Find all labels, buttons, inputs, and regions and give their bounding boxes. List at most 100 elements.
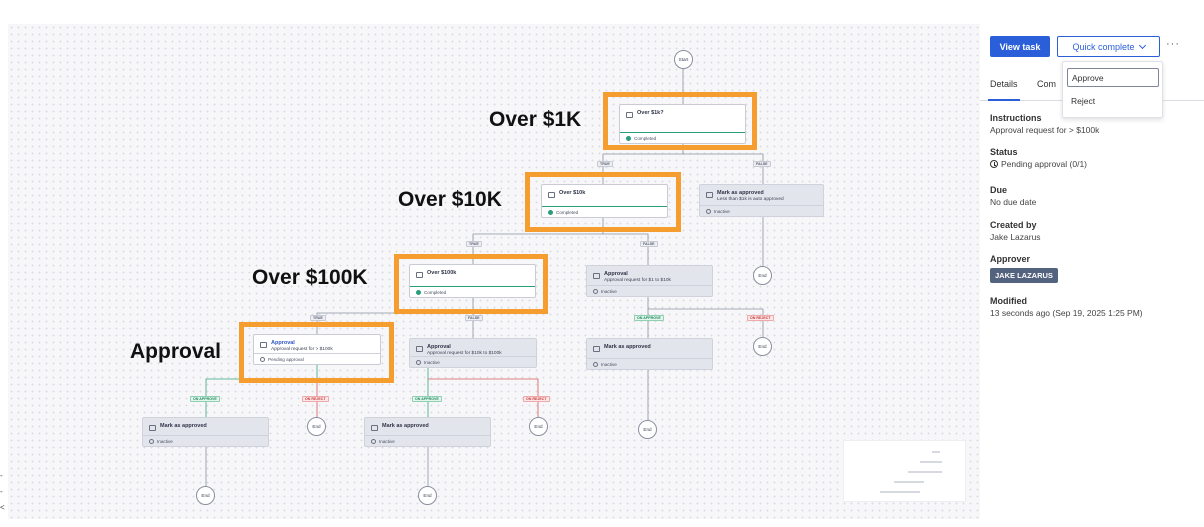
left-edge-marks: - - < bbox=[0, 468, 8, 516]
due-field: Due No due date bbox=[990, 184, 1036, 208]
edge-label-true: TRUE bbox=[597, 161, 613, 167]
workflow-canvas[interactable]: Start Over $1k? Completed Over $10k Comp… bbox=[8, 24, 980, 519]
node-status: Inactive bbox=[379, 438, 395, 444]
field-label: Due bbox=[990, 185, 1008, 195]
annotation-over-10k: Over $10K bbox=[398, 188, 502, 211]
approval-icon bbox=[416, 346, 423, 352]
condition-icon bbox=[626, 112, 633, 118]
tab-details[interactable]: Details bbox=[988, 79, 1020, 101]
condition-icon bbox=[416, 272, 423, 278]
edge-label-on-approve: ON APPROVE bbox=[412, 396, 442, 402]
condition-node-over-10k[interactable]: Over $10k Completed bbox=[541, 184, 668, 218]
node-status: Pending approval bbox=[268, 356, 304, 362]
checklist-icon bbox=[593, 346, 600, 352]
end-node[interactable]: End bbox=[418, 486, 437, 505]
field-value: 13 seconds ago (Sep 19, 2025 1:25 PM) bbox=[990, 308, 1143, 318]
status-dot-icon bbox=[149, 438, 154, 444]
status-dot-icon bbox=[706, 208, 711, 214]
highlight-box-over-10k bbox=[525, 172, 681, 232]
edge-label-on-approve: ON APPROVE bbox=[634, 315, 664, 321]
minimap[interactable] bbox=[843, 440, 966, 502]
checklist-icon bbox=[706, 192, 713, 198]
instructions-field: Instructions Approval request for > $100… bbox=[990, 112, 1099, 136]
condition-node-over-100k[interactable]: Over $100k Completed bbox=[409, 264, 536, 298]
edge-label-false: FALSE bbox=[640, 241, 658, 247]
field-value: Approval request for > $100k bbox=[990, 125, 1100, 135]
start-node[interactable]: Start bbox=[674, 50, 693, 69]
more-options-icon[interactable]: ··· bbox=[1166, 38, 1180, 50]
status-dot-icon bbox=[593, 361, 598, 367]
edge-label-on-approve: ON APPROVE bbox=[190, 396, 220, 402]
node-title: Mark as approved bbox=[604, 344, 651, 350]
node-subtitle: Approval request for > $100k bbox=[271, 347, 333, 352]
tick-mark: - bbox=[0, 471, 3, 480]
field-label: Status bbox=[990, 147, 1018, 157]
approval-icon bbox=[260, 342, 267, 348]
tab-comments[interactable]: Com bbox=[1037, 79, 1057, 89]
checklist-icon bbox=[371, 425, 378, 431]
status-dot-icon bbox=[416, 359, 421, 365]
node-title: Mark as approved bbox=[717, 190, 764, 196]
field-label: Approver bbox=[990, 254, 1031, 264]
created-by-field: Created by Jake Lazarus bbox=[990, 219, 1041, 243]
chevron-down-icon bbox=[1138, 41, 1146, 49]
check-icon bbox=[548, 209, 553, 215]
quick-complete-button[interactable]: Quick complete bbox=[1057, 36, 1160, 57]
edge-label-false: FALSE bbox=[753, 161, 771, 167]
end-node[interactable]: End bbox=[638, 420, 657, 439]
approver-field: Approver JAKE LAZARUS bbox=[990, 253, 1058, 283]
action-node-mark-approved-c[interactable]: Mark as approved Inactive bbox=[586, 338, 713, 370]
checklist-icon bbox=[149, 425, 156, 431]
node-subtitle: Approval request for $10k to $100k bbox=[427, 351, 502, 356]
node-status: Inactive bbox=[424, 359, 440, 365]
field-label: Instructions bbox=[990, 113, 1042, 123]
pending-icon bbox=[260, 356, 265, 362]
approver-badge[interactable]: JAKE LAZARUS bbox=[990, 268, 1058, 283]
annotation-over-100k: Over $100K bbox=[252, 266, 368, 289]
end-node[interactable]: End bbox=[196, 486, 215, 505]
node-title: Approval bbox=[271, 340, 295, 346]
node-title: Over $1k? bbox=[637, 110, 664, 116]
end-node[interactable]: End bbox=[307, 417, 326, 436]
field-value: Jake Lazarus bbox=[990, 232, 1041, 242]
annotation-approval: Approval bbox=[130, 340, 222, 363]
task-details-panel: View task Quick complete ··· Details Com… bbox=[980, 0, 1204, 527]
field-value: Pending approval (0/1) bbox=[1001, 159, 1088, 169]
check-icon bbox=[626, 135, 631, 141]
menu-item-approve[interactable]: Approve bbox=[1067, 68, 1159, 87]
node-status: Inactive bbox=[157, 438, 173, 444]
node-title: Approval bbox=[604, 271, 628, 277]
clock-icon bbox=[990, 160, 998, 168]
edge-label-on-reject: ON REJECT bbox=[302, 396, 329, 402]
node-status: Inactive bbox=[601, 361, 617, 367]
edge-label-true: TRUE bbox=[310, 315, 326, 321]
node-title: Mark as approved bbox=[160, 423, 207, 429]
condition-icon bbox=[548, 192, 555, 198]
quick-complete-label: Quick complete bbox=[1072, 41, 1135, 52]
collapse-icon[interactable]: < bbox=[0, 503, 5, 512]
status-dot-icon bbox=[371, 438, 376, 444]
end-node[interactable]: End bbox=[753, 266, 772, 285]
check-icon bbox=[416, 289, 421, 295]
status-dot-icon bbox=[593, 288, 598, 294]
highlight-box-over-100k bbox=[394, 254, 548, 314]
action-node-mark-approved-b[interactable]: Mark as approved Inactive bbox=[364, 417, 491, 447]
node-title: Mark as approved bbox=[382, 423, 429, 429]
edge-label-on-reject: ON REJECT bbox=[747, 315, 774, 321]
condition-node-over-1k[interactable]: Over $1k? Completed bbox=[619, 104, 746, 144]
end-node[interactable]: End bbox=[753, 337, 772, 356]
view-task-button[interactable]: View task bbox=[990, 36, 1050, 57]
end-node[interactable]: End bbox=[529, 417, 548, 436]
action-node-mark-approved-a[interactable]: Mark as approved Inactive bbox=[142, 417, 269, 447]
edge-label-false: FALSE bbox=[465, 315, 483, 321]
modified-field: Modified 13 seconds ago (Sep 19, 2025 1:… bbox=[990, 295, 1143, 319]
menu-item-reject[interactable]: Reject bbox=[1071, 95, 1096, 106]
tick-mark: - bbox=[0, 487, 3, 496]
node-status: Inactive bbox=[601, 288, 617, 294]
node-status: Inactive bbox=[714, 208, 730, 214]
